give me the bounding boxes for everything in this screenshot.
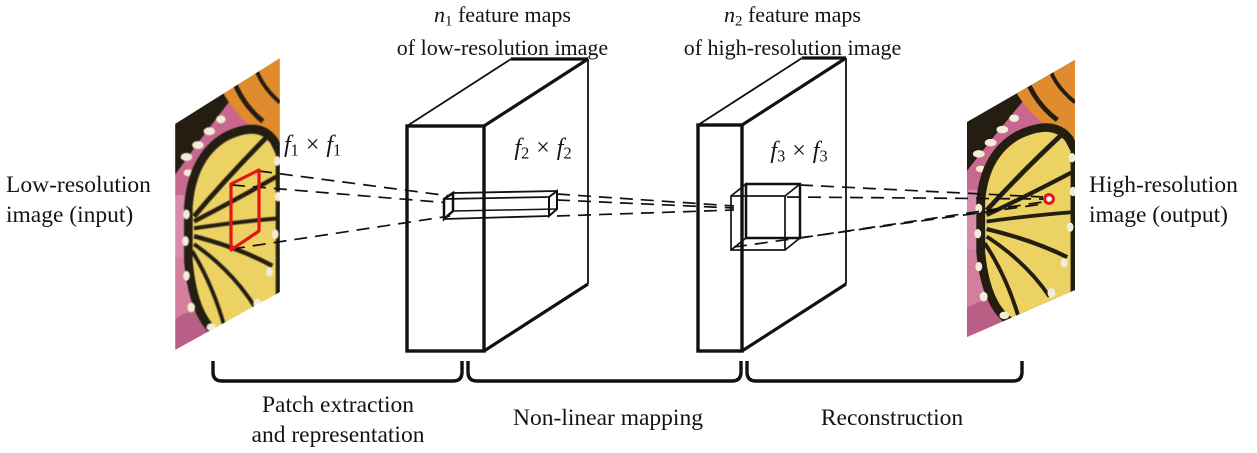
layer2-title-line2: of high-resolution image [683,34,902,60]
output-label-line1: High-resolution [1089,172,1238,198]
feature-vector-tube [442,189,558,222]
step1-line1: Patch extraction [261,392,415,418]
input-image-label: Low-resolution image (input) [6,171,151,230]
step1-label: Patch extraction and representation [217,390,459,450]
layer1-title: n1 feature maps of low-resolution image [330,2,675,61]
kernel3-sub-right: 3 [819,146,828,166]
kernel1-f-left: f [284,132,291,158]
kernel2-label: f2×f2 [497,135,589,164]
feature-cube [730,182,802,251]
step1-line2: and representation [251,422,425,448]
kernel1-sub-right: 1 [333,140,342,160]
layer1-var-sub: 1 [445,13,453,30]
layer1-title-line2: of low-resolution image [396,34,609,60]
kernel2-sub-left: 2 [521,143,530,163]
feature-map-slab-2 [696,56,847,353]
kernel1-times: × [305,132,320,158]
output-image-label: High-resolution image (output) [1089,171,1238,230]
step2-label: Non-linear mapping [513,405,703,431]
kernel2-sub-right: 2 [563,143,572,163]
output-pixel-marker [1043,193,1055,205]
layer2-title: n2 feature maps of high-resolution image [620,2,965,61]
kernel1-f-right: f [326,132,334,158]
kernel3-f-left: f [770,138,778,164]
bracket-patch-extraction [211,361,464,383]
kernel3-sub-left: 3 [777,146,786,166]
step3-label: Reconstruction [820,405,964,431]
bracket-nonlinear-mapping [466,361,743,383]
patch-highlight [229,168,261,252]
kernel2-times: × [536,135,550,161]
kernel2-f-right: f [556,135,564,161]
projection-lines-input-to-layer1 [231,170,451,250]
output-label-line2: image (output) [1089,201,1229,228]
bracket-reconstruction [745,361,1024,383]
layer2-title-rest: feature maps [742,2,861,27]
input-label-line1: Low-resolution [6,172,151,198]
layer2-var: n [724,2,735,27]
kernel2-f-left: f [514,135,522,161]
layer1-var: n [434,2,445,27]
kernel3-f-right: f [812,138,820,164]
feature-map-slab-1 [405,57,589,353]
kernel3-label: f3×f3 [753,138,845,167]
input-label-line2: image (input) [6,201,134,228]
kernel3-times: × [792,138,806,164]
kernel1-label: f1×f1 [284,132,341,161]
layer2-var-sub: 2 [735,13,743,30]
layer1-title-rest: feature maps [452,2,571,27]
kernel1-sub-left: 1 [290,140,299,160]
projection-lines-layer1-to-layer2 [556,193,735,217]
